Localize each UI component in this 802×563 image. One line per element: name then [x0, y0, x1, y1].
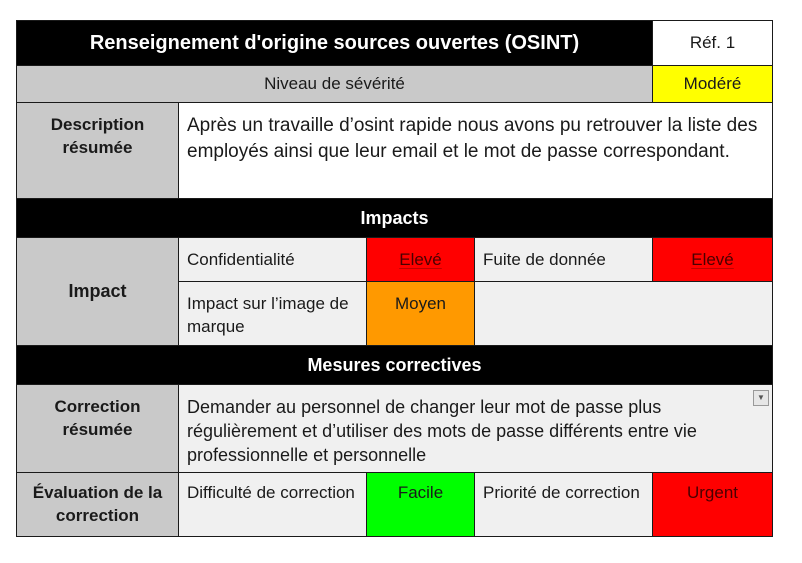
difficulty-label: Difficulté de correction [178, 472, 367, 537]
priority-value[interactable]: Urgent [652, 472, 773, 537]
title-row: Renseignement d'origine sources ouvertes… [16, 20, 773, 66]
report-title: Renseignement d'origine sources ouvertes… [16, 20, 653, 66]
impact-data-leak-level-text: Elevé [691, 250, 734, 269]
impact-data-leak-level[interactable]: Elevé [652, 237, 773, 282]
impact-confidentiality-level[interactable]: Elevé [366, 237, 475, 282]
impact-confidentiality-label: Confidentialité [178, 237, 367, 282]
description-row: Description résumée Après un travaille d… [16, 102, 773, 199]
impact-brand-image-level[interactable]: Moyen [366, 281, 475, 346]
osint-report-sheet: Renseignement d'origine sources ouvertes… [16, 20, 773, 537]
impact-confidentiality-level-text: Elevé [399, 250, 442, 269]
impact-data-leak-label: Fuite de donnée [474, 237, 653, 282]
corrective-section-row: Mesures correctives [16, 345, 773, 385]
correction-row: Correction résumée Demander au personnel… [16, 384, 773, 473]
chevron-down-icon[interactable]: ▼ [753, 390, 769, 406]
impact-row-1: Impact Confidentialité Elevé Fuite de do… [16, 237, 773, 346]
correction-text-cell[interactable]: Demander au personnel de changer leur mo… [178, 384, 773, 473]
impact-label: Impact [16, 237, 179, 346]
impacts-section-row: Impacts [16, 198, 773, 238]
correction-text: Demander au personnel de changer leur mo… [187, 397, 697, 465]
evaluation-label: Évaluation de la correction [16, 472, 179, 537]
severity-label: Niveau de sévérité [16, 65, 653, 103]
report-table: Renseignement d'origine sources ouvertes… [16, 20, 773, 537]
evaluation-row: Évaluation de la correction Difficulté d… [16, 472, 773, 537]
description-text[interactable]: Après un travaille d’osint rapide nous a… [178, 102, 773, 199]
corrective-section-title: Mesures correctives [16, 345, 773, 385]
severity-row: Niveau de sévérité Modéré [16, 65, 773, 103]
impact-row-2: Impact sur l’image de marque Moyen [17, 281, 773, 346]
impact-empty-cell [474, 281, 773, 346]
severity-value[interactable]: Modéré [652, 65, 773, 103]
impact-brand-image-label: Impact sur l’image de marque [178, 281, 367, 346]
correction-label: Correction résumée [16, 384, 179, 473]
report-reference[interactable]: Réf. 1 [652, 20, 773, 66]
priority-label: Priorité de correction [474, 472, 653, 537]
impacts-section-title: Impacts [16, 198, 773, 238]
description-label: Description résumée [16, 102, 179, 199]
difficulty-value[interactable]: Facile [366, 472, 475, 537]
